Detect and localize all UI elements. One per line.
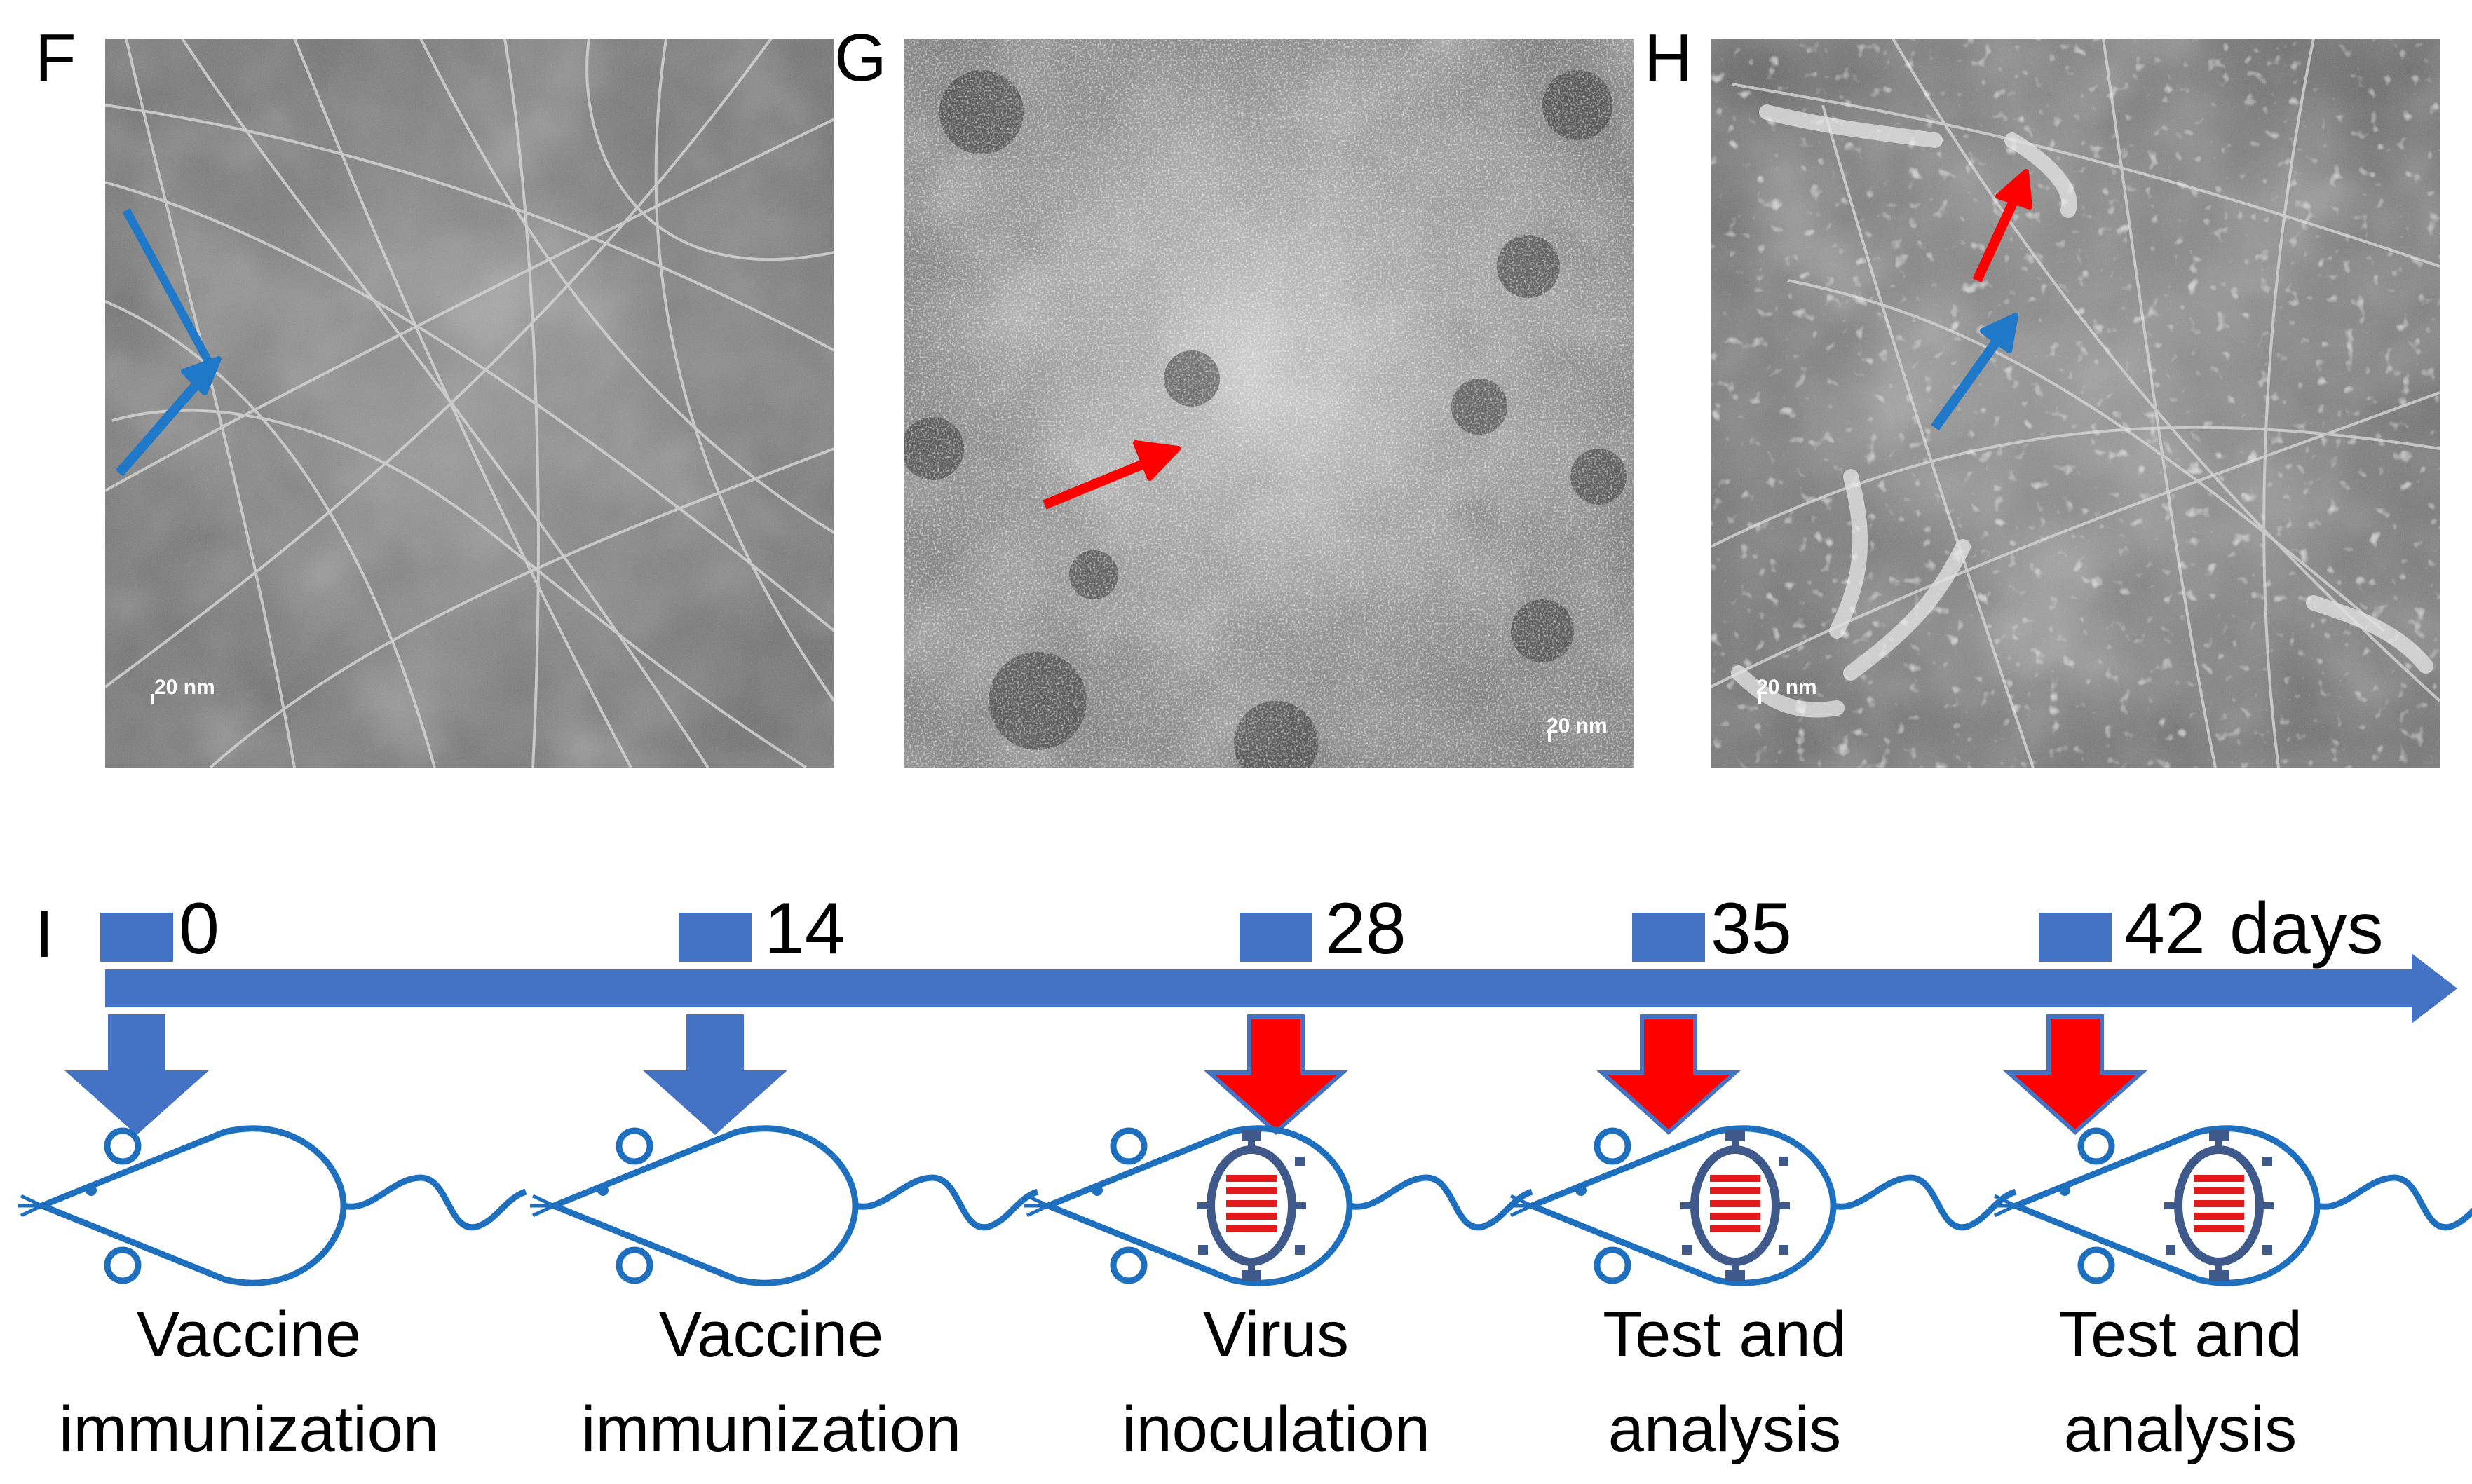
mouse-icon <box>1508 1125 2017 1286</box>
event-label-line1: Virus <box>1203 1299 1349 1370</box>
virus-arrow <box>1596 1014 1741 1136</box>
event-label-line1: Test and <box>2058 1299 2302 1370</box>
event-label-line2: analysis <box>1608 1394 1841 1465</box>
mouse-icon <box>1024 1125 1533 1286</box>
event-label-line2: inoculation <box>1122 1394 1430 1465</box>
virus-icon <box>2164 1130 2274 1281</box>
mouse-icon <box>18 1125 527 1286</box>
event-label-line2: immunization <box>581 1394 961 1465</box>
scale-bar-h: 20 nm <box>1756 676 1817 699</box>
event-label-line1: Test and <box>1603 1299 1847 1370</box>
scale-bar-f: 20 nm <box>154 676 215 699</box>
panel-label-h: H <box>1644 20 1692 95</box>
virus-icon <box>1197 1130 1306 1281</box>
micrograph-f: 20 nm F <box>35 20 834 768</box>
virus-arrow <box>2003 1014 2147 1136</box>
timeline-axis <box>105 953 2457 1023</box>
micrograph-g: 20 nm G <box>834 20 1634 768</box>
milestone-marker <box>679 913 752 962</box>
micrograph-h: 20 nm H <box>1644 20 2440 768</box>
virus-icon <box>1680 1130 1790 1281</box>
milestone-day-label: 0 <box>179 888 219 969</box>
vaccine-arrow <box>643 1014 787 1136</box>
milestone-day-label: 42 <box>2124 888 2206 969</box>
milestone-marker <box>2039 913 2112 962</box>
milestone-marker <box>1240 913 1312 962</box>
event-label-line1: Vaccine <box>659 1299 883 1370</box>
panel-label-g: G <box>834 20 887 95</box>
mouse-icon <box>530 1125 1039 1286</box>
milestone-day-label: 35 <box>1711 888 1792 969</box>
milestone-marker <box>1632 913 1705 962</box>
virus-arrow <box>1204 1014 1348 1136</box>
milestone-day-label: 28 <box>1325 888 1406 969</box>
mouse-icon <box>1992 1125 2472 1286</box>
milestone-marker <box>100 913 173 962</box>
panel-label-i: I <box>35 897 54 972</box>
event-label-line2: immunization <box>59 1394 439 1465</box>
vaccine-arrow <box>64 1014 209 1136</box>
scale-bar-g: 20 nm <box>1547 714 1608 737</box>
timeline-unit-label: days <box>2229 888 2384 969</box>
event-label-line1: Vaccine <box>137 1299 361 1370</box>
milestone-day-label: 14 <box>764 888 845 969</box>
panel-label-f: F <box>35 20 76 95</box>
event-label-line2: analysis <box>2064 1394 2297 1465</box>
